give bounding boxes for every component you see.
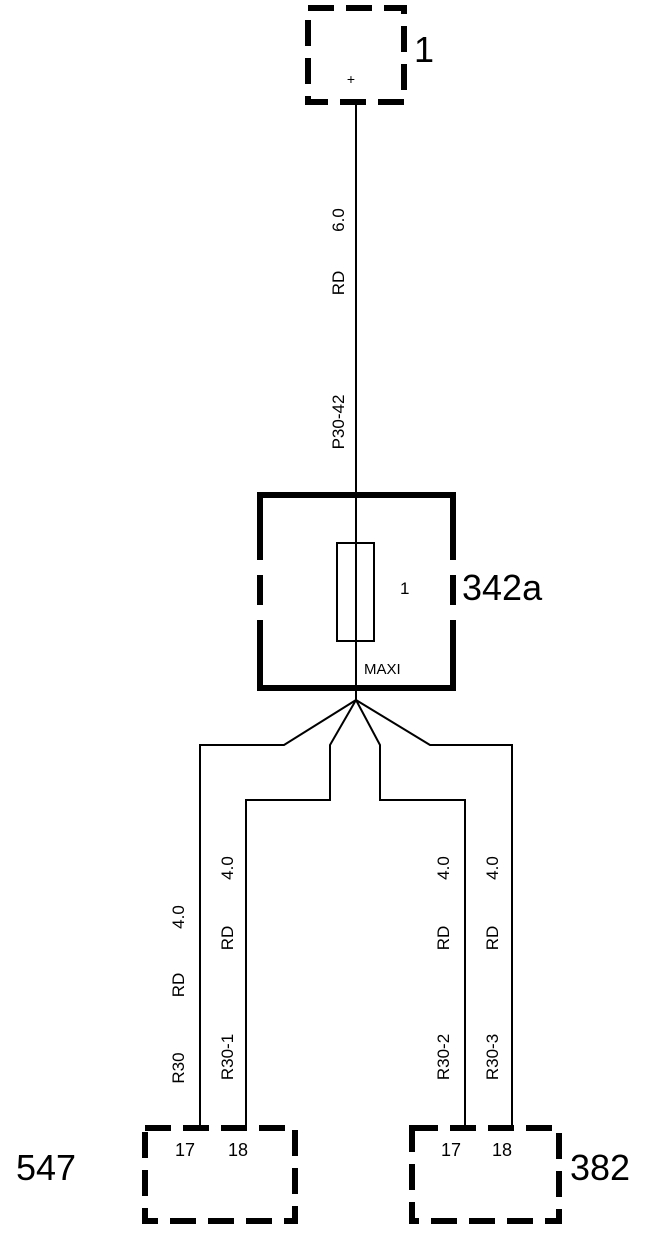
main-wire-circuit: P30-42 [329, 395, 348, 450]
wire-r30-3-size: 4.0 [483, 856, 502, 880]
wire-r30-1-color: RD [218, 926, 237, 951]
battery-id-label: 1 [414, 29, 434, 70]
wire-r30-1-size: 4.0 [218, 856, 237, 880]
battery-outline [305, 5, 407, 105]
wire-r30-2[interactable] [355, 699, 466, 1125]
fuse-box-bottom [257, 620, 456, 691]
battery-terminal-plus: + [347, 71, 355, 87]
left-connector-pin-17: 17 [175, 1140, 195, 1160]
wire-r30-3[interactable] [355, 699, 513, 1125]
right-connector[interactable]: 17 18 [409, 1125, 562, 1224]
wire-r30-2-circuit: R30-2 [434, 1034, 453, 1080]
right-connector-outline [409, 1125, 562, 1224]
wire-r30-size: 4.0 [169, 905, 188, 929]
wire-r30-2-color: RD [434, 926, 453, 951]
left-connector[interactable]: 17 18 [142, 1125, 298, 1224]
main-wire-color: RD [329, 271, 348, 296]
right-connector-pin-18: 18 [492, 1140, 512, 1160]
right-connector-id-label: 382 [570, 1147, 630, 1188]
left-connector-pin-18: 18 [228, 1140, 248, 1160]
fuse-type: MAXI [364, 661, 401, 678]
wire-r30-2-size: 4.0 [434, 856, 453, 880]
wire-r30-1[interactable] [245, 699, 357, 1125]
left-connector-outline [142, 1125, 298, 1224]
wire-r30-3-circuit: R30-3 [483, 1034, 502, 1080]
left-connector-id-label: 547 [16, 1147, 76, 1188]
fuse-number: 1 [400, 579, 409, 598]
wire-r30[interactable] [199, 699, 357, 1125]
wire-r30-3-color: RD [483, 926, 502, 951]
battery-component[interactable]: + [305, 5, 407, 105]
right-connector-pin-17: 17 [441, 1140, 461, 1160]
wire-r30-color: RD [169, 973, 188, 998]
wire-r30-1-circuit: R30-1 [218, 1034, 237, 1080]
main-wire-size: 6.0 [329, 208, 348, 232]
fuse-box-id-label: 342a [462, 567, 543, 608]
fuse-box-component[interactable]: 1 MAXI [257, 492, 456, 691]
fuse-box-top [257, 492, 456, 560]
wire-r30-circuit: R30 [169, 1052, 188, 1083]
